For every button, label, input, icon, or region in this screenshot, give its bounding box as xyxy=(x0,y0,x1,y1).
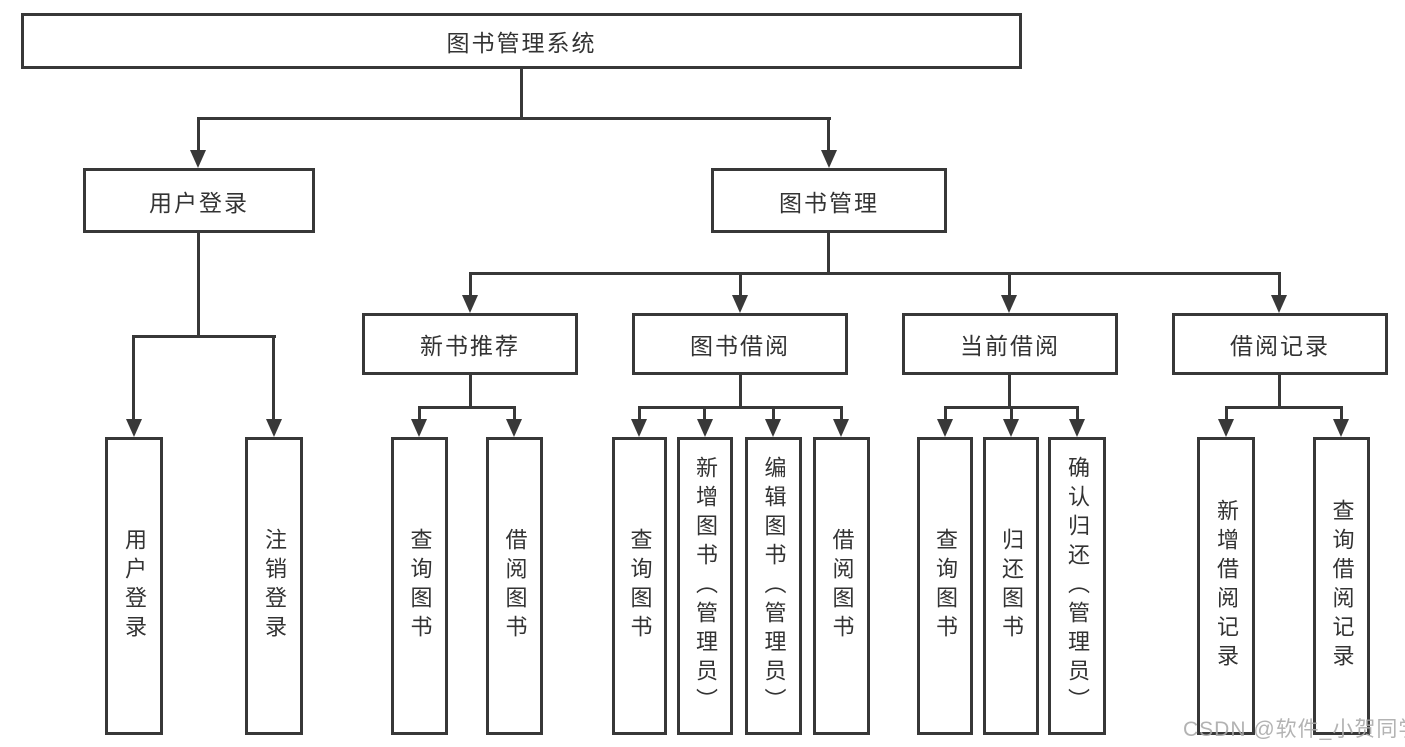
connector-line xyxy=(739,375,742,409)
csdn-watermark: CSDN @软件_小贺同学 xyxy=(1183,718,1405,741)
arrowhead-icon xyxy=(1271,295,1287,313)
connector-line xyxy=(197,117,200,153)
connector-line xyxy=(1225,406,1228,421)
leaf-return-book: 归还图书 xyxy=(983,437,1039,735)
leaf-query-book-recommend: 查询图书 xyxy=(391,437,448,735)
connector-line xyxy=(197,117,831,120)
connector-line xyxy=(1008,375,1011,409)
arrowhead-icon xyxy=(1333,419,1349,437)
connector-line xyxy=(1340,406,1343,421)
node-borrow-records: 借阅记录 xyxy=(1172,313,1388,375)
connector-line xyxy=(827,117,830,153)
connector-line xyxy=(272,335,275,421)
leaf-borrow-book-recommend: 借阅图书 xyxy=(486,437,543,735)
arrowhead-icon xyxy=(126,419,142,437)
arrowhead-icon xyxy=(821,150,837,168)
connector-line xyxy=(703,406,706,421)
connector-line xyxy=(1225,406,1343,409)
connector-line xyxy=(1278,272,1281,298)
connector-line xyxy=(418,406,421,421)
connector-line xyxy=(418,406,516,409)
connector-line xyxy=(944,406,947,421)
connector-line xyxy=(840,406,843,421)
leaf-query-borrow-record: 查询借阅记录 xyxy=(1313,437,1370,735)
arrowhead-icon xyxy=(765,419,781,437)
arrowhead-icon xyxy=(937,419,953,437)
connector-line xyxy=(1076,406,1079,421)
arrowhead-icon xyxy=(697,419,713,437)
arrowhead-icon xyxy=(833,419,849,437)
connector-line xyxy=(132,335,276,338)
connector-line xyxy=(469,272,1281,275)
leaf-confirm-return-admin: 确认归还（管理员） xyxy=(1048,437,1106,735)
leaf-logout: 注销登录 xyxy=(245,437,303,735)
connector-line xyxy=(739,272,742,298)
leaf-edit-book-admin: 编辑图书（管理员） xyxy=(745,437,802,735)
node-current-borrow: 当前借阅 xyxy=(902,313,1118,375)
connector-line xyxy=(197,233,200,338)
node-book-borrow: 图书借阅 xyxy=(632,313,848,375)
connector-line xyxy=(1010,406,1013,421)
arrowhead-icon xyxy=(1218,419,1234,437)
node-user-login: 用户登录 xyxy=(83,168,315,233)
connector-line xyxy=(520,69,523,120)
arrowhead-icon xyxy=(411,419,427,437)
leaf-borrow-book: 借阅图书 xyxy=(813,437,870,735)
connector-line xyxy=(772,406,775,421)
connector-line xyxy=(1008,272,1011,298)
arrowhead-icon xyxy=(506,419,522,437)
leaf-query-book-current: 查询图书 xyxy=(917,437,973,735)
arrowhead-icon xyxy=(631,419,647,437)
leaf-user-login: 用户登录 xyxy=(105,437,163,735)
arrowhead-icon xyxy=(1001,295,1017,313)
connector-line xyxy=(469,272,472,298)
arrowhead-icon xyxy=(732,295,748,313)
connector-line xyxy=(513,406,516,421)
arrowhead-icon xyxy=(1069,419,1085,437)
arrowhead-icon xyxy=(462,295,478,313)
connector-line xyxy=(132,335,135,421)
arrowhead-icon xyxy=(190,150,206,168)
connector-line xyxy=(827,233,830,275)
arrowhead-icon xyxy=(266,419,282,437)
node-book-management: 图书管理 xyxy=(711,168,947,233)
connector-line xyxy=(1278,375,1281,409)
connector-line xyxy=(638,406,843,409)
node-new-book-recommend: 新书推荐 xyxy=(362,313,578,375)
connector-line xyxy=(638,406,641,421)
node-root-library-system: 图书管理系统 xyxy=(21,13,1022,69)
leaf-add-borrow-record: 新增借阅记录 xyxy=(1197,437,1255,735)
leaf-query-book-borrow: 查询图书 xyxy=(612,437,667,735)
arrowhead-icon xyxy=(1003,419,1019,437)
leaf-add-book-admin: 新增图书（管理员） xyxy=(677,437,733,735)
connector-line xyxy=(469,375,472,409)
